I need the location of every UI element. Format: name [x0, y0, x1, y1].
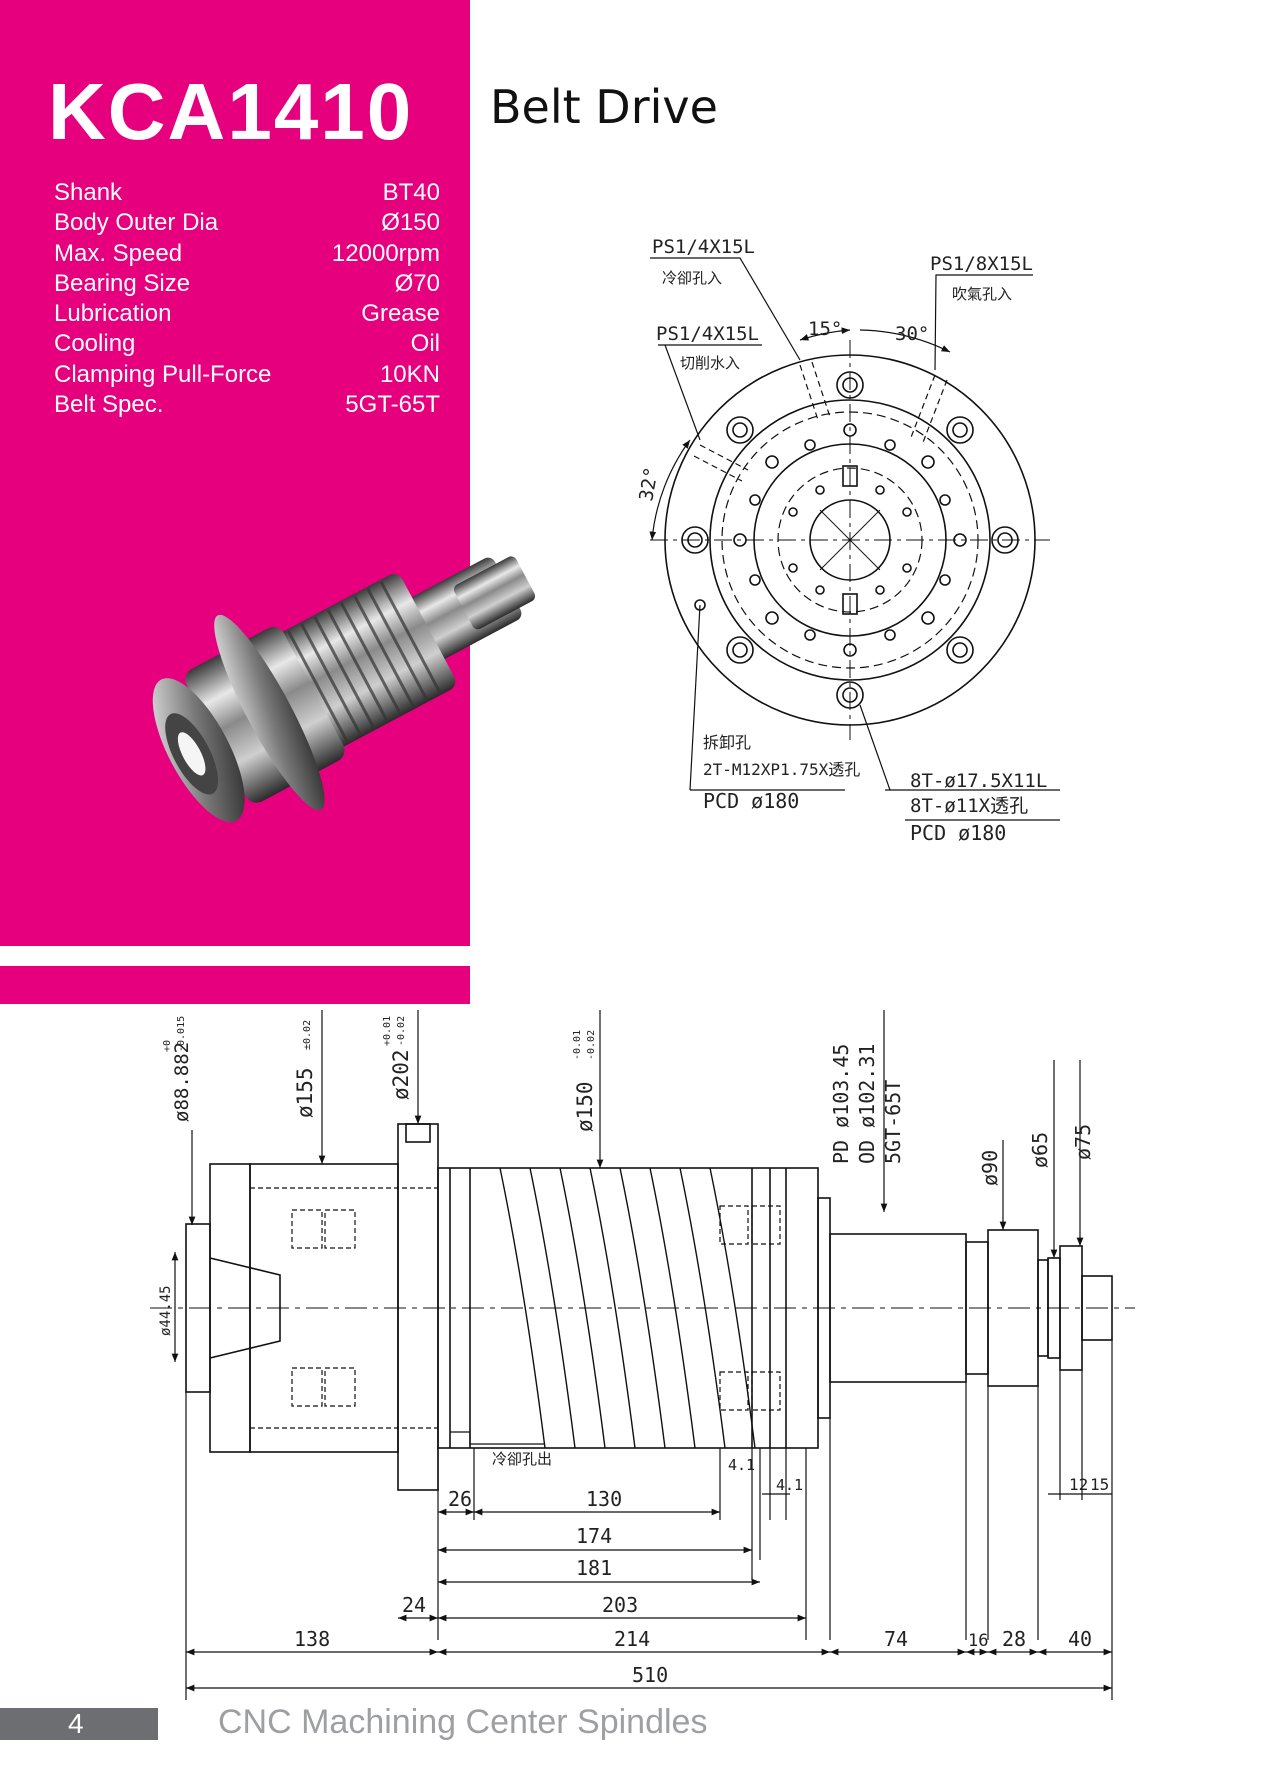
belt-spec-label: 5GT-65T — [881, 1080, 905, 1164]
coolant-out-label: 冷卻孔出 — [492, 1450, 552, 1468]
spec-value: 5GT-65T — [345, 391, 440, 419]
dia-65-label: ø65 — [1028, 1132, 1052, 1168]
dia-88-label: ø88.882 — [171, 1042, 193, 1122]
dia-90-label: ø90 — [978, 1150, 1002, 1186]
dim-510: 510 — [632, 1663, 668, 1687]
model-title: KCA1410 — [48, 67, 414, 156]
air-in-spec: PS1/8X15L — [930, 253, 1033, 275]
dim-214: 214 — [614, 1627, 650, 1651]
spec-row: Body Outer Dia Ø150 — [54, 208, 440, 238]
dim-15: 15 — [1090, 1475, 1109, 1494]
angle-32: 32° — [635, 465, 663, 503]
spec-label: Belt Spec. — [54, 391, 164, 419]
dia-88-tol-lower: -0.015 — [176, 1016, 187, 1052]
coolant-in-label: 冷卻孔入 — [662, 269, 722, 287]
mount-pcd: PCD ø180 — [910, 821, 1006, 845]
dia-150-label: ø150 — [573, 1081, 597, 1132]
air-in-label: 吹氣孔入 — [952, 285, 1012, 303]
pulley-od: OD ø102.31 — [855, 1044, 879, 1164]
spec-value: 12000rpm — [331, 239, 440, 267]
spec-value: Ø150 — [381, 209, 440, 237]
coolant-in-spec: PS1/4X15L — [652, 236, 755, 258]
dia-202-tol-upper: +0.01 — [382, 1016, 393, 1046]
dim-24: 24 — [402, 1593, 426, 1617]
spec-row: Bearing Size Ø70 — [54, 269, 440, 299]
dim-26: 26 — [448, 1487, 472, 1511]
spec-label: Body Outer Dia — [54, 209, 219, 237]
dia-155-tol: ±0.02 — [302, 1020, 313, 1050]
dim-40: 40 — [1068, 1627, 1092, 1651]
dim-12: 12 — [1069, 1475, 1088, 1494]
dim-4-1b: 4.1 — [776, 1476, 803, 1494]
dia-150-tol-lower: -0.02 — [586, 1030, 597, 1060]
spec-value: Oil — [410, 330, 440, 358]
angle-15: 15° — [808, 318, 842, 340]
dia-150-tol-upper: -0.01 — [572, 1030, 583, 1060]
spec-row: Lubrication Grease — [54, 299, 440, 329]
flange-view — [650, 340, 1050, 740]
dim-138: 138 — [294, 1627, 330, 1651]
dia-202-label: ø202 — [389, 1049, 413, 1100]
angle-30: 30° — [895, 323, 929, 345]
dim-130: 130 — [586, 1487, 622, 1511]
removal-pcd: PCD ø180 — [703, 789, 799, 813]
page-number: 4 — [68, 1708, 84, 1739]
spec-label: Bearing Size — [54, 269, 191, 297]
dia-202-tol-lower: -0.02 — [396, 1016, 407, 1046]
mount-spec-1: 8T-ø17.5X11L — [910, 770, 1047, 792]
mount-spec-2: 8T-ø11X透孔 — [910, 795, 1028, 817]
dia-155-label: ø155 — [293, 1067, 317, 1118]
dia-44-label: ø44.45 — [158, 1285, 174, 1336]
spec-label: Lubrication — [54, 300, 172, 328]
spec-row: Clamping Pull-Force 10KN — [54, 360, 440, 390]
dim-16: 16 — [968, 1631, 988, 1651]
spec-row: Shank BT40 — [54, 178, 440, 208]
removal-label: 拆卸孔 — [703, 733, 751, 752]
dim-203: 203 — [602, 1593, 638, 1617]
dim-4-1a: 4.1 — [728, 1456, 755, 1474]
brand-strip — [0, 966, 470, 1004]
dia-88-tol-upper: +0 — [162, 1040, 173, 1052]
spec-value: 10KN — [379, 360, 440, 388]
dim-181: 181 — [576, 1556, 612, 1580]
spec-label: Shank — [54, 179, 123, 206]
spec-row: Cooling Oil — [54, 329, 440, 359]
flange-leaders — [649, 257, 1060, 791]
spec-row: Belt Spec. 5GT-65T — [54, 390, 440, 420]
spec-row: Max. Speed 12000rpm — [54, 239, 440, 269]
side-dimensions — [171, 1010, 1113, 1700]
spec-label: Cooling — [54, 330, 136, 358]
dim-174: 174 — [576, 1524, 612, 1548]
footer-bar — [0, 1708, 158, 1740]
dim-74: 74 — [884, 1627, 908, 1651]
spec-value: Grease — [361, 300, 440, 328]
spec-label: Max. Speed — [54, 239, 183, 267]
footer-title: CNC Machining Center Spindles — [218, 1703, 708, 1741]
cutting-water-spec: PS1/4X15L — [656, 323, 759, 345]
spec-list: Shank BT40 Body Outer Dia Ø150 Max. Speed 1… — [54, 178, 440, 420]
spec-value: Ø70 — [394, 269, 440, 297]
pulley-pd: PD ø103.45 — [829, 1044, 853, 1164]
spec-value: BT40 — [382, 179, 440, 206]
side-view — [150, 1123, 1135, 1491]
spindle-photo — [152, 556, 536, 823]
removal-spec: 2T-M12XP1.75X透孔 — [703, 760, 860, 779]
drive-type-title: Belt Drive — [490, 80, 718, 134]
cutting-water-label: 切削水入 — [680, 354, 740, 372]
dia-75-label: ø75 — [1071, 1124, 1095, 1160]
spec-label: Clamping Pull-Force — [54, 360, 272, 388]
dim-28: 28 — [1002, 1627, 1026, 1651]
